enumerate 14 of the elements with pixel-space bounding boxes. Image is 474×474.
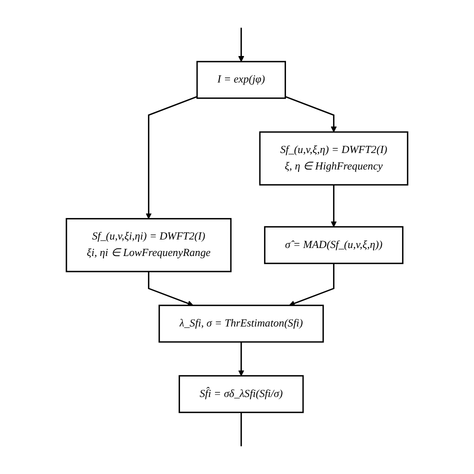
arrow [238,28,244,62]
arrow [146,96,198,219]
arrow [285,96,337,132]
arrow [330,184,337,228]
arrow [148,272,194,306]
node-box: Sf̂i = σδ_λSfi(Sfi/σ) [178,375,304,414]
arrow [288,263,334,306]
node-box: Sf_(u,v,ξ,η) = DWFT2(I) ξ, η ∈ HighFrequency [259,131,408,186]
node-box: Sf_(u,v,ξi,ηi) = DWFT2(I) ξi, ηi ∈ LowFrequenyRange [66,218,232,272]
connector [240,412,242,446]
node-box: σ̂ = MAD(Sf_(u,v,ξ,η)) [264,226,404,264]
node-box: λ_Sfi, σ = ThrEstimaton(Sfi) [158,304,324,343]
arrow [238,342,244,376]
node-box: I = exp(jφ) [196,60,286,99]
